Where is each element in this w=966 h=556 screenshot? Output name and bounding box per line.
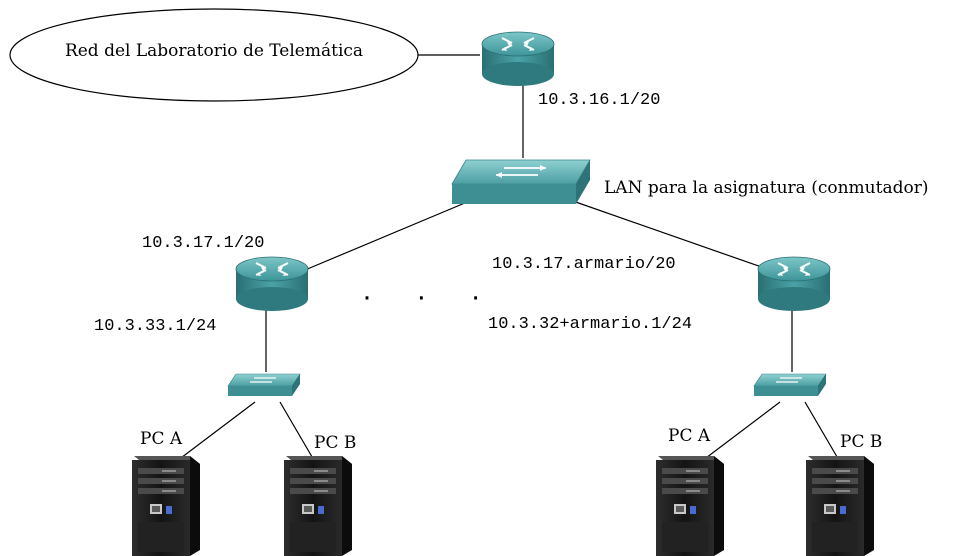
- lan-switch-icon: [451, 159, 591, 205]
- left-pc-a-label: PC A: [140, 429, 183, 449]
- lan-switch-label: LAN para la asignatura (conmutador): [604, 178, 928, 198]
- right-switch-icon: [753, 373, 827, 397]
- right-router-address-upper: 10.3.17.armario/20: [492, 255, 676, 274]
- link-lan-switch-right-router: [569, 199, 771, 271]
- cloud-label: Red del Laboratorio de Telemática: [65, 41, 363, 61]
- left-router-address-lower: 10.3.33.1/24: [94, 317, 216, 336]
- left-switch-icon: [227, 373, 301, 397]
- top-router-icon: [481, 31, 555, 87]
- left-router-icon: [235, 256, 309, 312]
- right-pc-a-icon: [656, 456, 724, 556]
- left-pc-b-icon: [284, 456, 352, 556]
- right-router-icon: [757, 256, 831, 312]
- right-pc-a-label: PC A: [668, 426, 711, 446]
- link-lan-switch-left-router: [304, 199, 473, 271]
- right-pc-b-icon: [806, 456, 874, 556]
- right-pc-b-label: PC B: [840, 432, 882, 452]
- link-right-switch-pc-b: [804, 401, 841, 463]
- link-left-switch-pc-b: [279, 401, 316, 463]
- left-pc-a-icon: [132, 456, 200, 556]
- top-router-address: 10.3.16.1/20: [538, 91, 660, 110]
- left-router-address-upper: 10.3.17.1/20: [142, 234, 264, 253]
- lab-network-cloud: Red del Laboratorio de Telemática: [9, 8, 419, 102]
- more-routers-ellipsis: · · ·: [362, 280, 499, 313]
- left-pc-b-label: PC B: [314, 433, 356, 453]
- right-router-address-lower: 10.3.32+armario.1/24: [488, 315, 692, 334]
- network-links: [164, 54, 841, 471]
